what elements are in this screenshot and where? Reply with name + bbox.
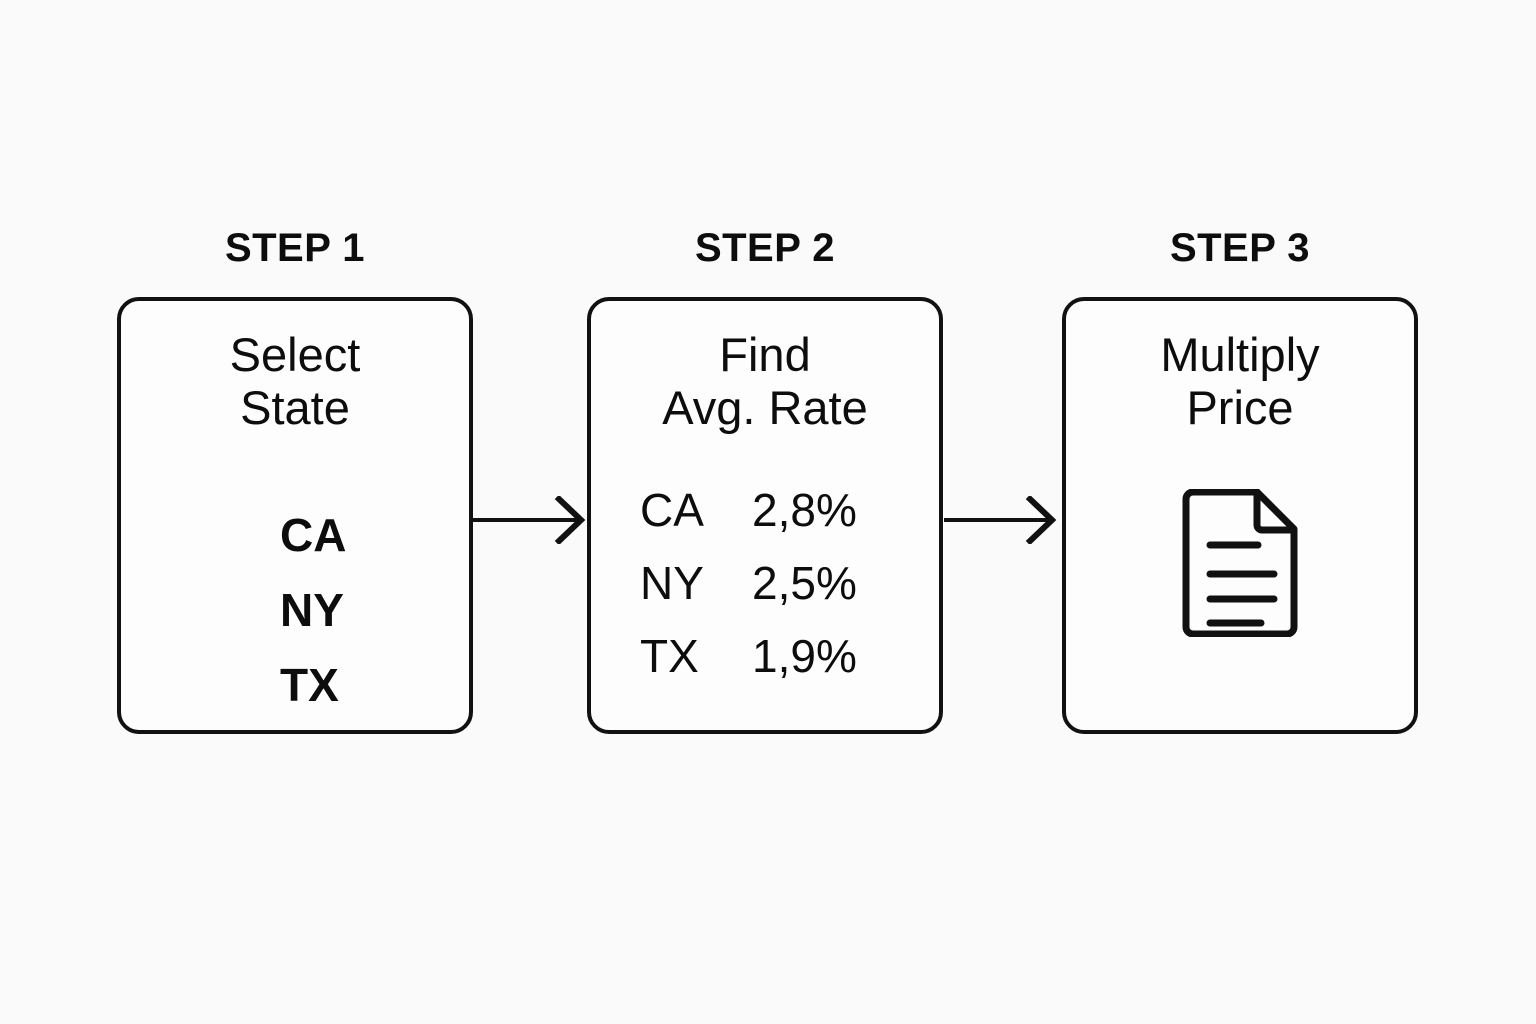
step-1-title-line-2: State — [240, 380, 350, 434]
step-1-column: STEP 1 Select State CA NY TX — [117, 228, 473, 734]
rate-value-ny: 2,5% — [752, 557, 857, 609]
rate-row-ca[interactable]: CA 2,8% — [640, 487, 890, 540]
rate-value-tx: 1,9% — [752, 630, 857, 682]
step-3-title-line-1: Multiply — [1160, 328, 1320, 381]
document-icon — [1179, 489, 1301, 637]
step-2-title: Find Avg. Rate — [591, 328, 939, 434]
state-item-ca[interactable]: CA — [280, 508, 347, 561]
step-1-box[interactable]: Select State CA NY TX — [117, 297, 473, 734]
step-3-title-line-2: Price — [1186, 380, 1294, 434]
rate-state-ca: CA — [640, 484, 704, 536]
rate-state-tx: TX — [640, 630, 699, 682]
state-item-tx[interactable]: TX — [280, 658, 339, 711]
step-3-column: STEP 3 Multiply Price — [1062, 228, 1418, 734]
arrow-step2-to-step3 — [944, 496, 1058, 544]
arrow-right-icon — [944, 496, 1058, 544]
state-item-ny[interactable]: NY — [280, 583, 344, 636]
step-2-box[interactable]: Find Avg. Rate CA 2,8% NY 2,5% TX 1,9% — [587, 297, 943, 734]
step-1-title-line-1: Select — [229, 328, 361, 381]
step-3-label: STEP 3 — [1169, 226, 1311, 270]
state-list: CA NY TX — [121, 509, 469, 710]
rate-state-ny: NY — [640, 557, 704, 609]
document-icon-container — [1066, 489, 1414, 637]
rate-value-ca: 2,8% — [752, 484, 857, 536]
step-1-title: Select State — [121, 328, 469, 434]
step-3-title: Multiply Price — [1066, 328, 1414, 434]
arrow-right-icon — [473, 496, 587, 544]
step-2-title-line-2: Avg. Rate — [662, 380, 868, 434]
step-2-label: STEP 2 — [694, 226, 836, 270]
step-2-column: STEP 2 Find Avg. Rate CA 2,8% NY 2,5% TX… — [587, 228, 943, 734]
step-2-title-line-1: Find — [719, 328, 811, 381]
rate-row-ny[interactable]: NY 2,5% — [640, 560, 890, 613]
rate-table: CA 2,8% NY 2,5% TX 1,9% — [591, 487, 939, 686]
step-1-label: STEP 1 — [224, 226, 366, 270]
step-3-box[interactable]: Multiply Price — [1062, 297, 1418, 734]
rate-row-tx[interactable]: TX 1,9% — [640, 633, 890, 686]
arrow-step1-to-step2 — [473, 496, 587, 544]
